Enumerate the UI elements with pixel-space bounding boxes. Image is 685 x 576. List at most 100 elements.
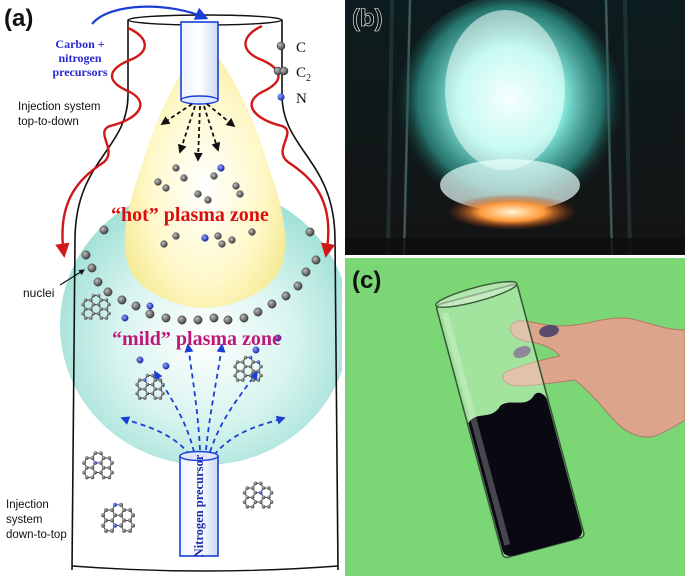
bottom-spray-arrows [120, 343, 286, 456]
mild-zone-label: “mild” plasma zone [112, 328, 281, 350]
nucleus-atom [239, 313, 249, 323]
carbon-atom [210, 172, 218, 180]
precursor-line-1: Carbon + [55, 37, 104, 51]
carbon-atom [248, 373, 253, 378]
nucleus-atom [93, 277, 103, 287]
carbon-atom [261, 486, 266, 490]
carbon-atom [98, 451, 103, 456]
injection-bottom-label: Injection system down-to-top [6, 499, 67, 541]
carbon-atom [241, 369, 245, 373]
carbon-atom [130, 513, 136, 518]
carbon-atom [150, 391, 155, 396]
carbon-atom [194, 190, 202, 198]
carbon-atom [99, 307, 103, 311]
carbon-atom [242, 500, 247, 504]
graphene-cluster [81, 293, 111, 320]
carbon-atom [100, 513, 106, 518]
carbon-atom [99, 298, 103, 302]
nitrogen-atom [93, 460, 98, 465]
carbon-atom [93, 470, 98, 475]
carbon-atom [83, 316, 88, 320]
carbon-atom [243, 355, 248, 360]
carbon-atom [89, 307, 93, 311]
carbon-atom [235, 369, 240, 373]
carbon-atom [233, 373, 237, 378]
carbon-atom [248, 364, 253, 369]
graphene-cluster [135, 373, 165, 400]
nitrogen-atom [136, 356, 144, 364]
nitrogen-atom [162, 362, 170, 370]
carbon-atom [118, 502, 124, 507]
carbon-atom [101, 456, 106, 460]
carbon-atom [154, 178, 162, 186]
injection-top-label: Injection system top-to-down [18, 101, 100, 128]
carbon-atom [107, 302, 111, 307]
nuclei-label: nuclei [23, 286, 54, 300]
carbon-atom [153, 396, 157, 400]
legend-c-label: C [296, 40, 306, 56]
carbon-atom [233, 364, 237, 369]
carbon-atom [259, 373, 263, 378]
carbon-atom [245, 504, 250, 509]
nucleus-atom [253, 307, 263, 317]
graphene-cluster [82, 451, 114, 480]
injection-bottom-line-2: system [6, 514, 42, 526]
carbon-atom [90, 465, 95, 470]
carbon-atom [137, 387, 142, 391]
carbon-atom [253, 481, 258, 486]
legend: C C2 N [273, 40, 311, 107]
nitrogen-atom [252, 346, 260, 354]
carbon-atom [150, 373, 155, 378]
carbon-atom [153, 378, 157, 382]
carbon-atom [121, 528, 127, 533]
panel-label-c: (c) [352, 267, 381, 294]
panel-a: Nitrogen precursor (a) Carbon + nitrogen… [4, 5, 350, 572]
carbon-atom [158, 387, 163, 391]
carbon-atom [84, 456, 89, 460]
carbon-atom [150, 382, 155, 387]
carbon-atom [89, 298, 93, 302]
carbon-atom [107, 311, 111, 316]
carbon-atom [98, 470, 103, 475]
hand [502, 317, 685, 438]
precursor-line-2: nitrogen [58, 51, 101, 65]
carbon-atom [121, 507, 127, 513]
carbon-atom [98, 460, 103, 465]
carbon-atom [259, 364, 263, 369]
carbon-atom [104, 298, 109, 302]
carbon-atom [256, 378, 261, 382]
carbon-atom [103, 518, 109, 523]
nitrogen-atom [112, 502, 118, 507]
carbon-atom [258, 481, 263, 486]
red-heating-arrow-right [244, 24, 336, 258]
precursor-label: Carbon + nitrogen precursors [52, 37, 107, 79]
carbon-atom [256, 369, 261, 373]
carbon-atom [253, 490, 258, 495]
nucleus-atom [301, 267, 311, 277]
carbon-atom [104, 316, 109, 320]
nitrogen-atom [143, 378, 147, 382]
carbon-atom [107, 456, 112, 460]
carbon-atom [145, 382, 150, 387]
nitrogen-atom [274, 334, 282, 342]
nucleus-atom [145, 309, 155, 319]
carbon-atom [172, 232, 180, 240]
carbon-atom [96, 293, 101, 298]
carbon-atom [269, 500, 274, 504]
legend-n-label: N [296, 91, 307, 107]
hot-zone-label: “hot” plasma zone [111, 204, 269, 226]
carbon-atom [99, 316, 103, 320]
carbon-atom [103, 507, 109, 513]
carbon-atom [101, 465, 106, 470]
carbon-atom [250, 495, 255, 500]
nucleus-atom [103, 287, 113, 297]
carbon-atom [245, 495, 250, 500]
carbon-atom [245, 486, 250, 490]
carbon-atom [84, 465, 89, 470]
carbon-atom [160, 240, 168, 248]
nitrogen-atom [217, 164, 225, 172]
carbon-atom [242, 490, 247, 495]
carbon-atom [251, 360, 255, 364]
precursor-line-3: precursors [52, 65, 107, 79]
carbon-atom [127, 528, 133, 533]
